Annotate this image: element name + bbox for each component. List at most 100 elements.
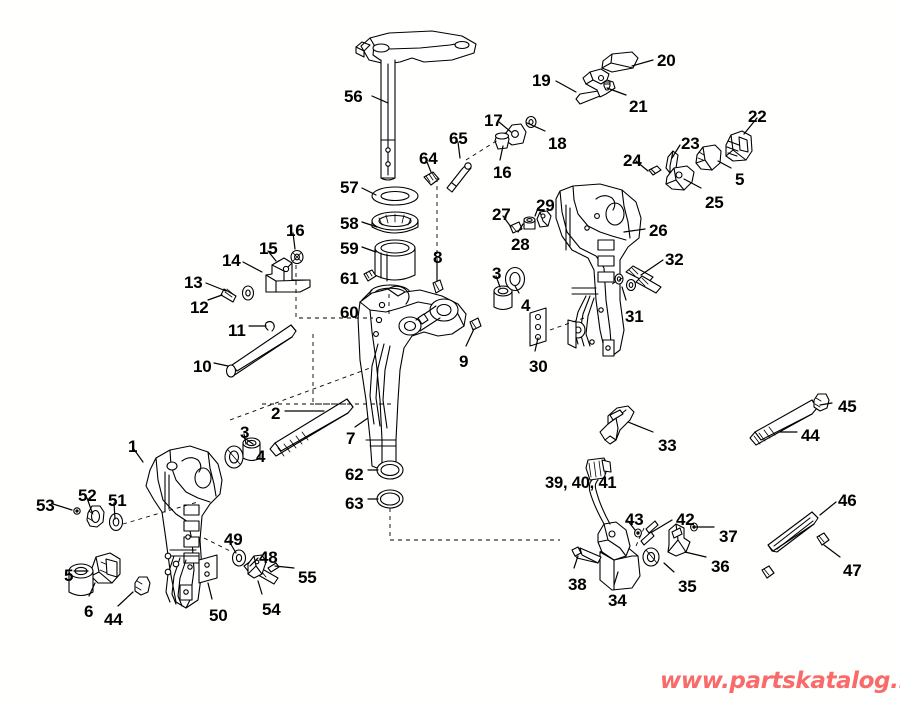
part-16-bushing-upper: [494, 132, 510, 150]
callout-25: 25: [705, 193, 724, 212]
callout-30: 30: [529, 357, 548, 376]
callout-27: 27: [492, 205, 511, 224]
part-7-swivel-bracket: [357, 285, 467, 471]
callout-15: 15: [259, 239, 278, 258]
part-5-nut-upper: [695, 144, 722, 171]
callout-17: 17: [484, 111, 503, 130]
part-32-bolts: [625, 265, 662, 294]
part-29-clamp: [536, 210, 552, 228]
part-31-washers: [614, 273, 637, 292]
callout-38: 38: [568, 575, 587, 594]
part-57-seal: [371, 186, 419, 206]
part-62-oring: [376, 460, 404, 480]
part-16-bushing-left: [290, 249, 304, 265]
part-61-set-screw: [363, 269, 377, 282]
part-3-bushing-center: [493, 285, 513, 311]
part-30-plate: [529, 307, 547, 347]
part-45-nut: [813, 393, 830, 412]
callout-42: 42: [676, 510, 695, 529]
part-27-screw: [509, 221, 523, 234]
part-20-pad: [601, 51, 639, 73]
callout-26: 26: [649, 221, 668, 240]
part-4-washer-left: [224, 445, 244, 469]
callout-58: 58: [340, 214, 359, 233]
callout-44: 44: [801, 426, 820, 445]
callout-3: 3: [492, 264, 502, 283]
part-4-washer-center: [504, 266, 526, 292]
part-5-nut-lower: [90, 552, 121, 584]
site-watermark: www.partskatalog.ru: [660, 668, 900, 694]
callout-18: 18: [548, 134, 567, 153]
callout-57: 57: [340, 178, 359, 197]
part-33-clamp: [599, 405, 635, 445]
callout-10: 10: [193, 357, 212, 376]
part-50-plate: [198, 554, 218, 584]
callout-45: 45: [838, 397, 857, 416]
part-10-bolt: [225, 324, 297, 378]
callout-62: 62: [345, 465, 364, 484]
part-47-screws: [761, 532, 830, 579]
part-8-screw: [432, 279, 444, 294]
callout-4: 4: [521, 296, 531, 315]
callout-5: 5: [64, 566, 74, 585]
callout-36: 36: [711, 557, 730, 576]
part-12-screw: [220, 288, 237, 303]
callout-16: 16: [493, 163, 512, 182]
part-53-pin: [73, 507, 81, 515]
callout-56: 56: [344, 87, 363, 106]
part-14-bracket: [265, 257, 311, 293]
part-26-stern-bracket-starboard: [555, 183, 642, 357]
callout-6: 6: [84, 602, 94, 621]
callout-13: 13: [184, 273, 203, 292]
part-64-spring-pin: [423, 171, 440, 186]
callout-51: 51: [108, 491, 127, 510]
callout-50: 50: [209, 606, 228, 625]
part-43-screw: [634, 528, 642, 538]
part-2-pivot-bolt: [269, 398, 354, 457]
part-59-bushing: [374, 239, 416, 282]
callout-9: 9: [459, 352, 469, 371]
callout-8: 8: [433, 248, 443, 267]
callout-14: 14: [222, 251, 241, 270]
part-52-nut: [86, 505, 105, 528]
part-18-washer: [525, 115, 537, 129]
callout-61: 61: [340, 269, 359, 288]
callout-11: 11: [228, 321, 246, 340]
part-56-steering-arm: [355, 30, 477, 181]
callout-22: 22: [748, 107, 767, 126]
part-44-bolt-right: [749, 399, 818, 446]
callout-31: 31: [625, 307, 644, 326]
part-34-assembly: [585, 457, 641, 591]
callout-5: 5: [735, 170, 745, 189]
callout-12: 12: [190, 298, 209, 317]
part-38-screw: [571, 546, 602, 564]
part-42-pins: [640, 520, 659, 546]
callout-44: 44: [104, 610, 123, 629]
callout-49: 49: [224, 530, 243, 549]
part-11-clip: [264, 320, 275, 332]
callout-55: 55: [298, 568, 317, 587]
callout-59: 59: [340, 239, 359, 258]
callout-46: 46: [838, 491, 857, 510]
part-65-pin: [446, 162, 472, 193]
callout-43: 43: [625, 510, 644, 529]
callout-4: 4: [256, 447, 266, 466]
part-1-stern-bracket-port: [145, 445, 223, 609]
callout-23: 23: [681, 134, 700, 153]
callout-32: 32: [665, 250, 684, 269]
callout-35: 35: [678, 577, 697, 596]
callout-54: 54: [262, 600, 281, 619]
part-24-pin: [648, 165, 662, 176]
callout-33: 33: [658, 436, 677, 455]
part-58-bearing: [371, 211, 419, 234]
part-35-grommet: [642, 547, 660, 567]
part-49-washer: [231, 549, 247, 567]
callout-24: 24: [623, 151, 642, 170]
part-21-screw: [603, 81, 611, 91]
callout-20: 20: [657, 51, 676, 70]
callout-65: 65: [449, 129, 468, 148]
callout-64: 64: [419, 149, 438, 168]
callout-47: 47: [843, 561, 862, 580]
